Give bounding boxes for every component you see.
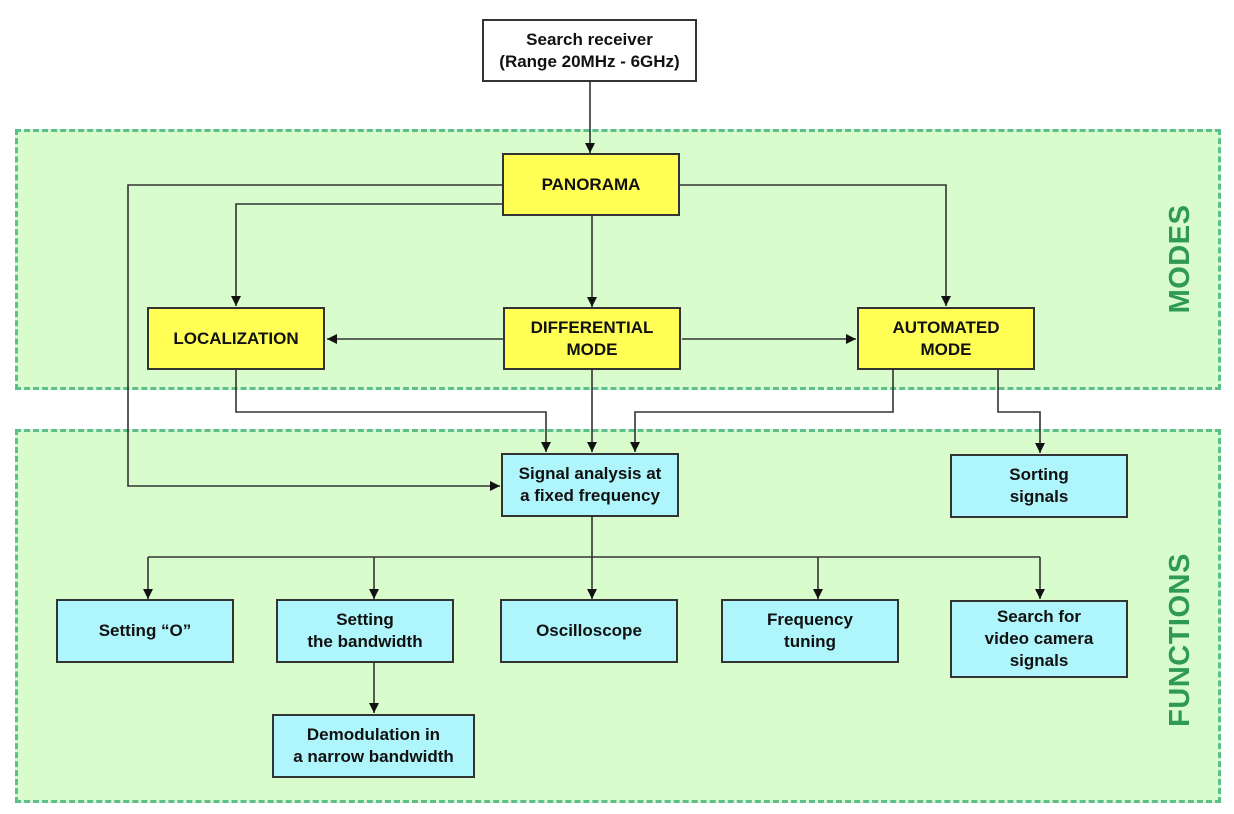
automated-mode-node: AUTOMATED MODE <box>857 307 1035 370</box>
search-receiver-node: Search receiver (Range 20MHz - 6GHz) <box>482 19 697 82</box>
signal-analysis-node: Signal analysis at a fixed frequency <box>501 453 679 517</box>
localization-node: LOCALIZATION <box>147 307 325 370</box>
differential-mode-node: DIFFERENTIAL MODE <box>503 307 681 370</box>
panorama-node: PANORAMA <box>502 153 680 216</box>
search-video-camera-node: Search for video camera signals <box>950 600 1128 678</box>
demodulation-node: Demodulation in a narrow bandwidth <box>272 714 475 778</box>
setting-o-node: Setting “O” <box>56 599 234 663</box>
modes-region-label: MODES <box>1164 204 1196 314</box>
sorting-signals-node: Sorting signals <box>950 454 1128 518</box>
functions-region-label: FUNCTIONS <box>1164 553 1196 727</box>
setting-bandwidth-node: Setting the bandwidth <box>276 599 454 663</box>
frequency-tuning-node: Frequency tuning <box>721 599 899 663</box>
oscilloscope-node: Oscilloscope <box>500 599 678 663</box>
